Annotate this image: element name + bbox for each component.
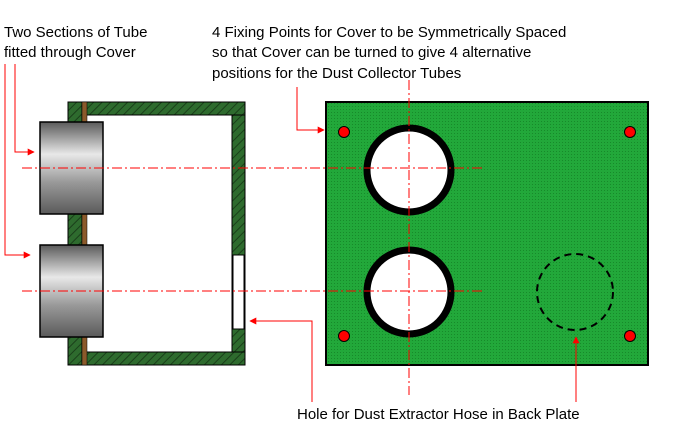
leader-lines xyxy=(4,64,580,402)
tubes-label-line-2: fitted through Cover xyxy=(4,44,136,61)
fixing-point-bottom-left xyxy=(338,330,350,342)
fixing-label-line-1: 4 Fixing Points for Cover to be Symmetri… xyxy=(212,24,566,41)
side-view xyxy=(39,101,246,366)
leader-fixing-point xyxy=(296,87,325,134)
side-top-wall xyxy=(67,101,246,116)
leader-tube-lower xyxy=(4,64,31,259)
tubes-label-line-1: Two Sections of Tube xyxy=(4,24,147,41)
front-view xyxy=(325,101,649,366)
fixing-point-top-left xyxy=(338,126,350,138)
back-plate-hose-hole xyxy=(232,254,245,330)
fixing-label-line-2: so that Cover can be turned to give 4 al… xyxy=(212,44,531,61)
leader-hole-side xyxy=(249,317,313,402)
side-bottom-wall xyxy=(67,351,246,366)
cover-brown-strip xyxy=(81,101,88,366)
leader-tube-upper xyxy=(14,64,35,156)
centre-lines xyxy=(22,80,482,395)
fixing-point-top-right xyxy=(624,126,636,138)
fixing-point-bottom-right xyxy=(624,330,636,342)
hose-hole-dashed xyxy=(536,253,614,331)
hole-label: Hole for Dust Extractor Hose in Back Pla… xyxy=(297,406,580,423)
fixing-label-line-3: positions for the Dust Collector Tubes xyxy=(212,65,461,82)
